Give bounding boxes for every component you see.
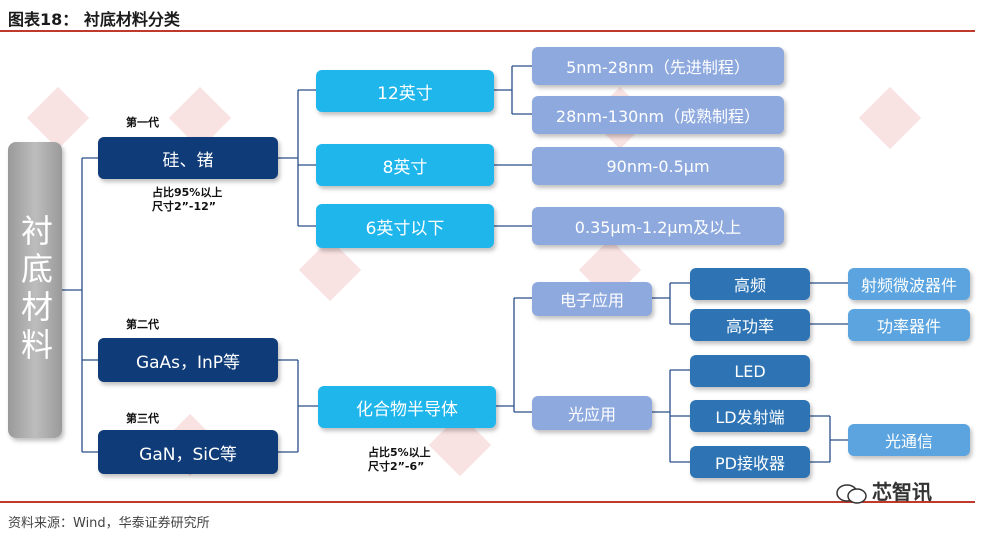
optical-application-label: 光应用 [567,405,616,424]
compound-semiconductor-label: 化合物半导体 [356,399,458,420]
compound-note-size: 尺寸2”-6” [368,460,425,473]
size-12inch-label: 12英寸 [377,83,433,104]
gen1-note-share: 占比95%以上 [152,186,223,199]
source-note: 资料来源：Wind，华泰证券研究所 [8,516,210,531]
high-power-label: 高功率 [725,317,774,336]
gen2-box: GaAs，InP等 [98,338,278,382]
process-6inch-box: 0.35μm-1.2μm及以上 [532,207,784,245]
root-substrate-box: 衬底材料 [8,142,62,438]
watermark-logo: 芯智讯 [836,476,932,505]
led-label: LED [734,361,766,381]
rf-microwave-device-box: 射频微波器件 [848,268,970,300]
process-6inch-label: 0.35μm-1.2μm及以上 [574,218,742,237]
optical-application-box: 光应用 [532,396,652,430]
high-power-box: 高功率 [690,309,810,341]
gen3-box: GaN，SiC等 [98,430,278,474]
process-mature-label: 28nm-130nm（成熟制程） [555,107,761,126]
high-frequency-label: 高频 [733,276,766,295]
process-8inch-box: 90nm-0.5μm [532,147,784,185]
process-mature-box: 28nm-130nm（成熟制程） [532,96,784,134]
figure-title: 图表18： 衬底材料分类 [8,10,180,29]
pd-receiver-label: PD接收器 [715,454,785,473]
compound-semiconductor-box: 化合物半导体 [318,386,496,428]
gen1-label: 第一代 [126,116,159,129]
led-box: LED [690,355,810,387]
size-8inch-box: 8英寸 [316,144,494,186]
rf-microwave-device-label: 射频微波器件 [860,276,957,295]
process-8inch-label: 90nm-0.5μm [606,156,710,176]
process-advanced-label: 5nm-28nm（先进制程） [566,58,750,77]
electronic-application-box: 电子应用 [532,282,652,316]
gen1-note: 占比95%以上 尺寸2”-12” [152,186,222,214]
high-frequency-box: 高频 [690,268,810,300]
wechat-icon [836,483,867,504]
compound-note: 占比5%以上 尺寸2”-6” [368,446,431,474]
gen2-box-label: GaAs，InP等 [135,352,241,373]
pd-receiver-box: PD接收器 [690,446,810,478]
ld-emitter-label: LD发射端 [715,408,785,427]
gen1-box-label: 硅、锗 [162,150,214,171]
gen3-box-label: GaN，SiC等 [139,444,237,465]
compound-note-share: 占比5%以上 [368,446,431,459]
optical-communication-label: 光通信 [884,432,933,451]
gen1-note-size: 尺寸2”-12” [152,200,216,213]
size-6inch-label: 6英寸以下 [365,218,445,239]
gen3-label: 第三代 [126,412,159,425]
root-label: 衬底材料 [16,214,54,366]
ld-emitter-box: LD发射端 [690,400,810,432]
size-6inch-box: 6英寸以下 [316,204,494,248]
gen1-box: 硅、锗 [98,137,278,179]
watermark-text: 芯智讯 [872,480,932,504]
power-device-label: 功率器件 [876,317,941,336]
top-rule [0,30,975,32]
bottom-rule [0,501,975,503]
electronic-application-label: 电子应用 [559,291,624,310]
gen2-label: 第二代 [126,318,159,331]
size-8inch-label: 8英寸 [382,157,428,178]
optical-communication-box: 光通信 [848,424,970,456]
power-device-box: 功率器件 [848,309,970,341]
process-advanced-box: 5nm-28nm（先进制程） [532,47,784,85]
size-12inch-box: 12英寸 [316,70,494,112]
